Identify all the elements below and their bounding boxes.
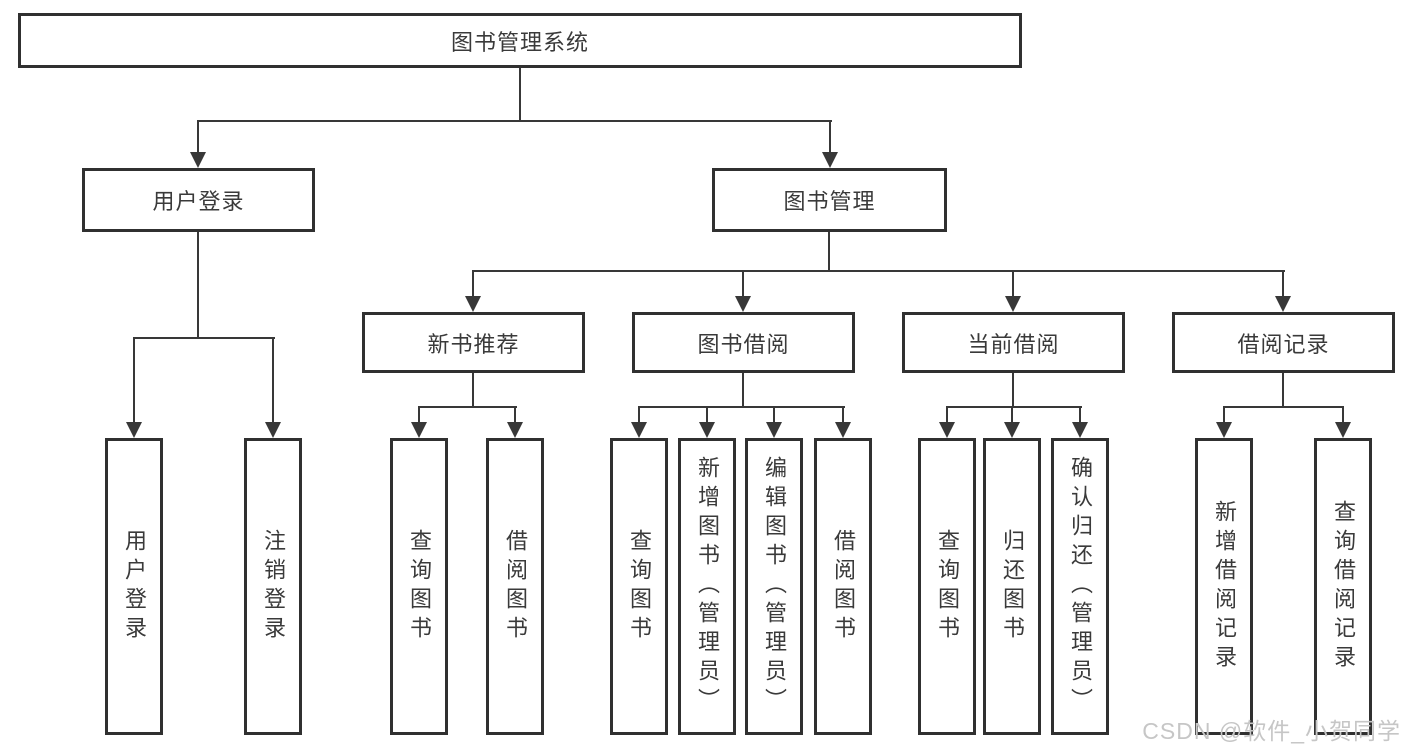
arrowhead-down-icon (1005, 296, 1021, 312)
connector-drop-leaf (418, 406, 420, 423)
arrowhead-down-icon (631, 422, 647, 438)
arrowhead-down-icon (411, 422, 427, 438)
leaf-label: 用户登录 (122, 528, 147, 645)
connector-drop-book-management (829, 120, 831, 153)
connector-current-borrow-stem (1012, 373, 1014, 408)
arrowhead-down-icon (265, 422, 281, 438)
arrowhead-down-icon (1004, 422, 1020, 438)
connector-drop-leaf (946, 406, 948, 423)
leaf-label: 查询图书 (407, 528, 432, 645)
leaf-label: 查询图书 (935, 528, 960, 645)
node-book-borrow: 图书借阅 (632, 312, 855, 373)
leaf-label: 查询借阅记录 (1331, 499, 1356, 674)
arrowhead-down-icon (126, 422, 142, 438)
leaf-logout: 注销登录 (244, 438, 302, 735)
arrowhead-down-icon (822, 152, 838, 168)
connector-drop-current-borrow (1012, 270, 1014, 298)
connector-drop-leaf (1342, 406, 1344, 423)
connector-drop-leaf (272, 337, 274, 423)
connector-borrow-records-stem (1282, 373, 1284, 408)
connector-drop-new-book (472, 270, 474, 298)
leaf-query-borrow-record: 查询借阅记录 (1314, 438, 1372, 735)
connector-drop-leaf (514, 406, 516, 423)
node-borrow-records: 借阅记录 (1172, 312, 1395, 373)
node-user-login: 用户登录 (82, 168, 315, 232)
leaf-add-borrow-record: 新增借阅记录 (1195, 438, 1253, 735)
node-book-borrow-label: 图书借阅 (697, 331, 790, 357)
node-new-book-recommend-label: 新书推荐 (427, 331, 520, 357)
leaf-user-login: 用户登录 (105, 438, 163, 735)
leaf-label: 新增图书（管理员） (695, 456, 720, 717)
connector-level3-horizontal (472, 270, 1285, 272)
leaf-label: 确认归还（管理员） (1068, 456, 1093, 717)
connector-book-borrow-horizontal (638, 406, 845, 408)
leaf-edit-books-admin: 编辑图书（管理员） (745, 438, 803, 735)
arrowhead-down-icon (1335, 422, 1351, 438)
connector-drop-leaf (706, 406, 708, 423)
connector-borrow-records-horizontal (1223, 406, 1344, 408)
connector-drop-leaf (638, 406, 640, 423)
connector-level2-horizontal (197, 120, 832, 122)
arrowhead-down-icon (766, 422, 782, 438)
connector-book-management-stem (828, 232, 830, 272)
leaf-query-books: 查询图书 (610, 438, 668, 735)
connector-drop-user-login (197, 120, 199, 153)
leaf-query-books: 查询图书 (390, 438, 448, 735)
node-book-management-label: 图书管理 (783, 189, 876, 214)
connector-root-stem (519, 68, 521, 122)
node-current-borrow-label: 当前借阅 (967, 331, 1060, 357)
arrowhead-down-icon (939, 422, 955, 438)
arrowhead-down-icon (1275, 296, 1291, 312)
leaf-query-books: 查询图书 (918, 438, 976, 735)
connector-drop-leaf (773, 406, 775, 423)
arrowhead-down-icon (507, 422, 523, 438)
connector-drop-leaf (1223, 406, 1225, 423)
connector-user-login-stem (197, 232, 199, 339)
leaf-label: 查询图书 (627, 528, 652, 645)
leaf-add-books-admin: 新增图书（管理员） (678, 438, 736, 735)
connector-drop-leaf (1079, 406, 1081, 423)
connector-drop-borrow-records (1282, 270, 1284, 298)
connector-new-book-horizontal (418, 406, 517, 408)
arrowhead-down-icon (190, 152, 206, 168)
arrowhead-down-icon (699, 422, 715, 438)
connector-drop-leaf (1011, 406, 1013, 423)
connector-drop-leaf (842, 406, 844, 423)
node-root-label: 图书管理系统 (450, 29, 589, 55)
connector-book-borrow-stem (742, 373, 744, 408)
arrowhead-down-icon (835, 422, 851, 438)
node-new-book-recommend: 新书推荐 (362, 312, 585, 373)
node-root: 图书管理系统 (18, 13, 1022, 68)
leaf-label: 新增借阅记录 (1212, 499, 1237, 674)
connector-current-borrow-horizontal (946, 406, 1082, 408)
csdn-watermark: CSDN @软件_小贺同学 (1142, 718, 1401, 744)
leaf-label: 归还图书 (1000, 528, 1025, 645)
arrowhead-down-icon (735, 296, 751, 312)
leaf-label: 编辑图书（管理员） (762, 456, 787, 717)
leaf-label: 借阅图书 (503, 528, 528, 645)
connector-user-login-horizontal (133, 337, 275, 339)
node-borrow-records-label: 借阅记录 (1237, 331, 1330, 357)
leaf-return-books: 归还图书 (983, 438, 1041, 735)
leaf-label: 注销登录 (261, 528, 286, 645)
arrowhead-down-icon (1072, 422, 1088, 438)
connector-new-book-stem (472, 373, 474, 408)
node-book-management: 图书管理 (712, 168, 947, 232)
node-current-borrow: 当前借阅 (902, 312, 1125, 373)
connector-drop-book-borrow (742, 270, 744, 298)
leaf-confirm-return-admin: 确认归还（管理员） (1051, 438, 1109, 735)
leaf-borrow-books: 借阅图书 (486, 438, 544, 735)
connector-drop-leaf (133, 337, 135, 423)
arrowhead-down-icon (465, 296, 481, 312)
arrowhead-down-icon (1216, 422, 1232, 438)
leaf-label: 借阅图书 (831, 528, 856, 645)
leaf-borrow-books: 借阅图书 (814, 438, 872, 735)
node-user-login-label: 用户登录 (152, 189, 245, 214)
